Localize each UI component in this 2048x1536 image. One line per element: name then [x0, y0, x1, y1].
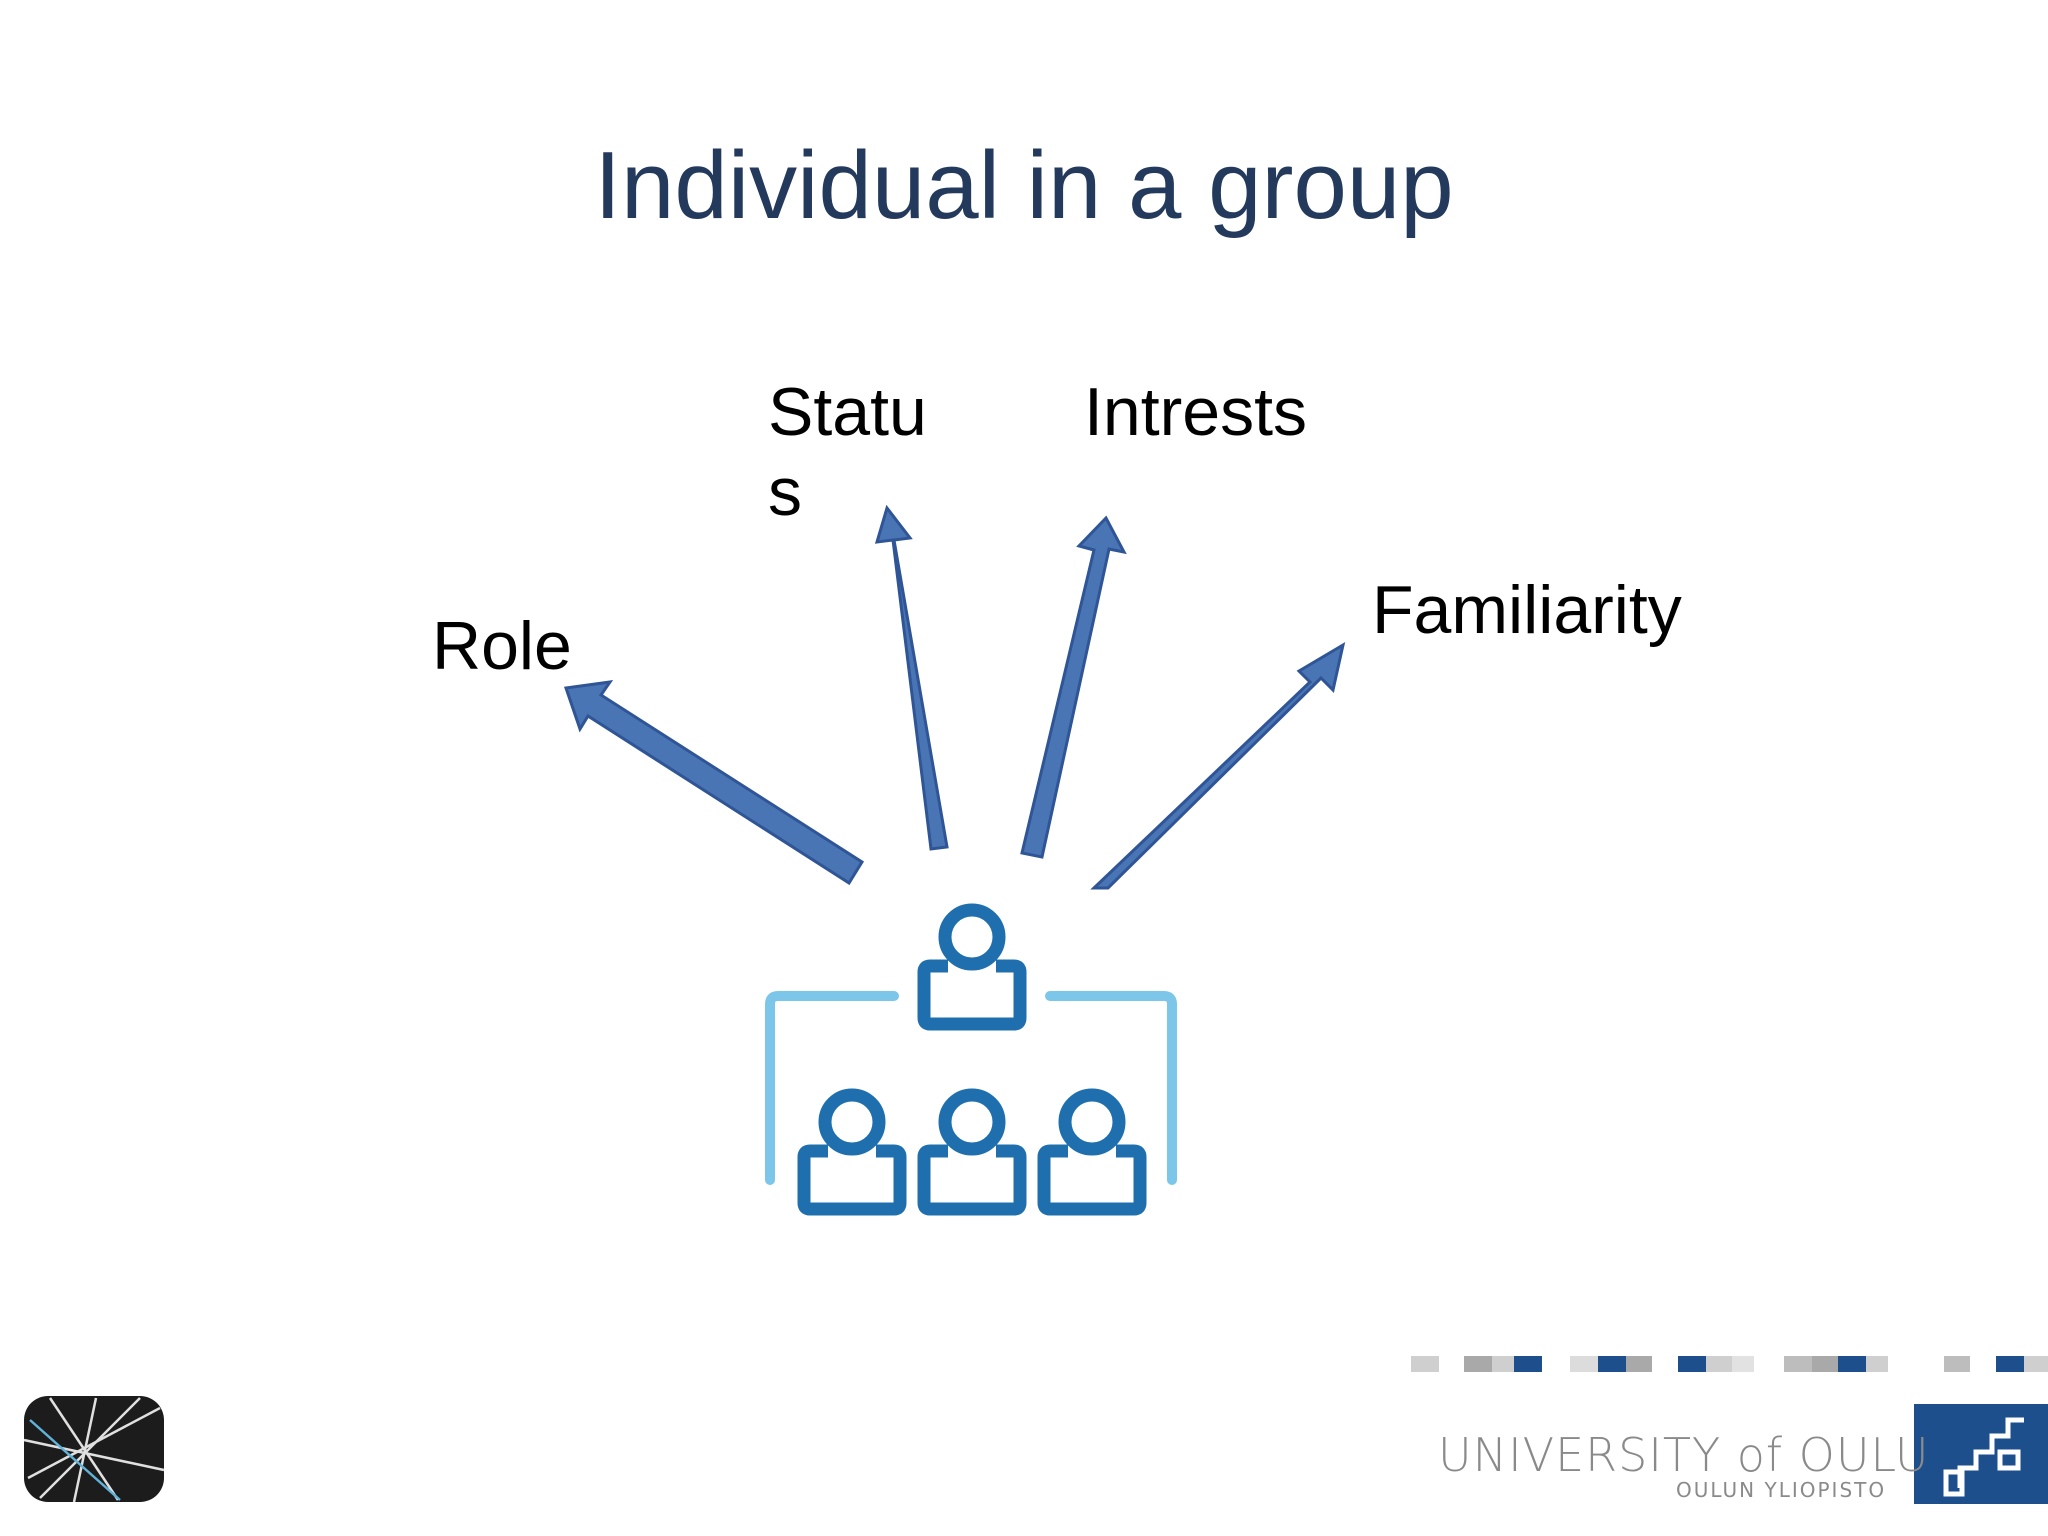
label-interests: Intrests: [1084, 374, 1307, 450]
arrow-to-interests: [1020, 515, 1127, 859]
person-icon-leader: [917, 903, 1027, 1031]
arrow-to-status: [874, 504, 949, 851]
group-bracket-right: [1045, 991, 1177, 1185]
slide-title: Individual in a group: [594, 132, 1454, 239]
group-people-icon: [765, 903, 1177, 1216]
group-bracket-left: [765, 991, 899, 1185]
person-icon-member-2: [917, 1088, 1027, 1216]
arrow-to-role: [563, 680, 865, 886]
label-status: Status: [768, 374, 927, 531]
university-emblem: [1914, 1404, 2048, 1504]
person-icon-member-3: [1037, 1088, 1147, 1216]
person-icon-member-1: [797, 1088, 907, 1216]
label-familiarity: Familiarity: [1372, 572, 1682, 648]
university-name: UNIVERSITY of OULU: [1438, 1428, 1930, 1482]
arrow-to-familiarity: [1090, 641, 1346, 890]
label-role: Role: [432, 608, 572, 684]
decorative-pixel-strip: [1411, 1356, 2048, 1372]
department-logo: [23, 1396, 165, 1503]
university-subname: OULUN YLIOPISTO: [1676, 1478, 1887, 1502]
